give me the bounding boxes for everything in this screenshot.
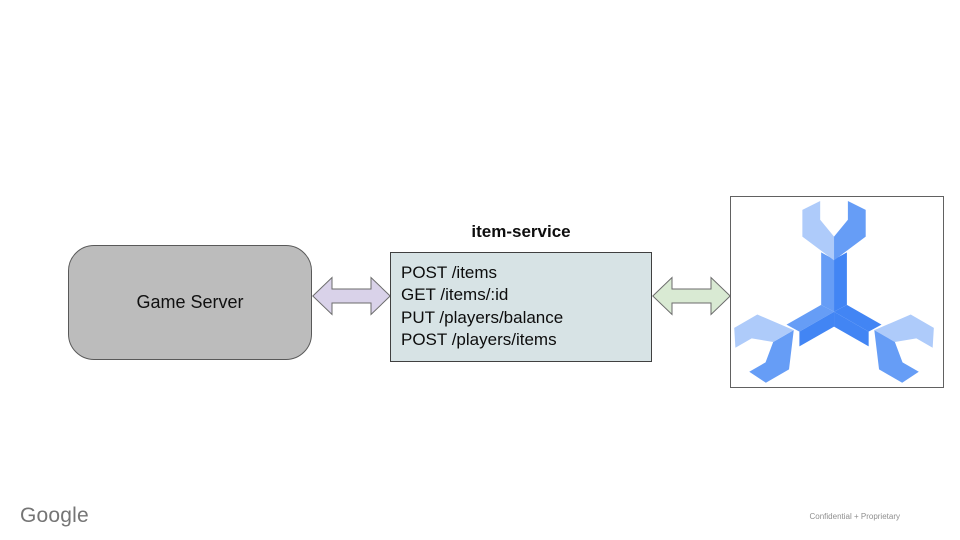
database-panel — [730, 196, 944, 388]
cloud-spanner-icon — [734, 200, 934, 383]
endpoint-line: PUT /players/balance — [401, 307, 564, 327]
service-title: item-service — [471, 222, 571, 241]
confidential-note: Confidential + Proprietary — [809, 512, 901, 521]
google-logo: Google — [20, 504, 89, 527]
game-server-label: Game Server — [136, 292, 244, 312]
spanner-head-bottom-left — [734, 314, 794, 383]
bidirectional-arrow-left-icon — [312, 276, 391, 316]
endpoint-line: POST /players/items — [401, 330, 557, 350]
item-service-box: POST /items GET /items/:id PUT /players/… — [390, 252, 652, 362]
spanner-head-top — [802, 200, 866, 261]
spanner-head-bottom-right — [874, 314, 934, 383]
bidirectional-arrow-right-icon — [652, 276, 731, 316]
game-server-node: Game Server — [68, 245, 312, 360]
endpoint-line: POST /items — [401, 263, 498, 282]
endpoint-line: GET /items/:id — [401, 285, 509, 305]
